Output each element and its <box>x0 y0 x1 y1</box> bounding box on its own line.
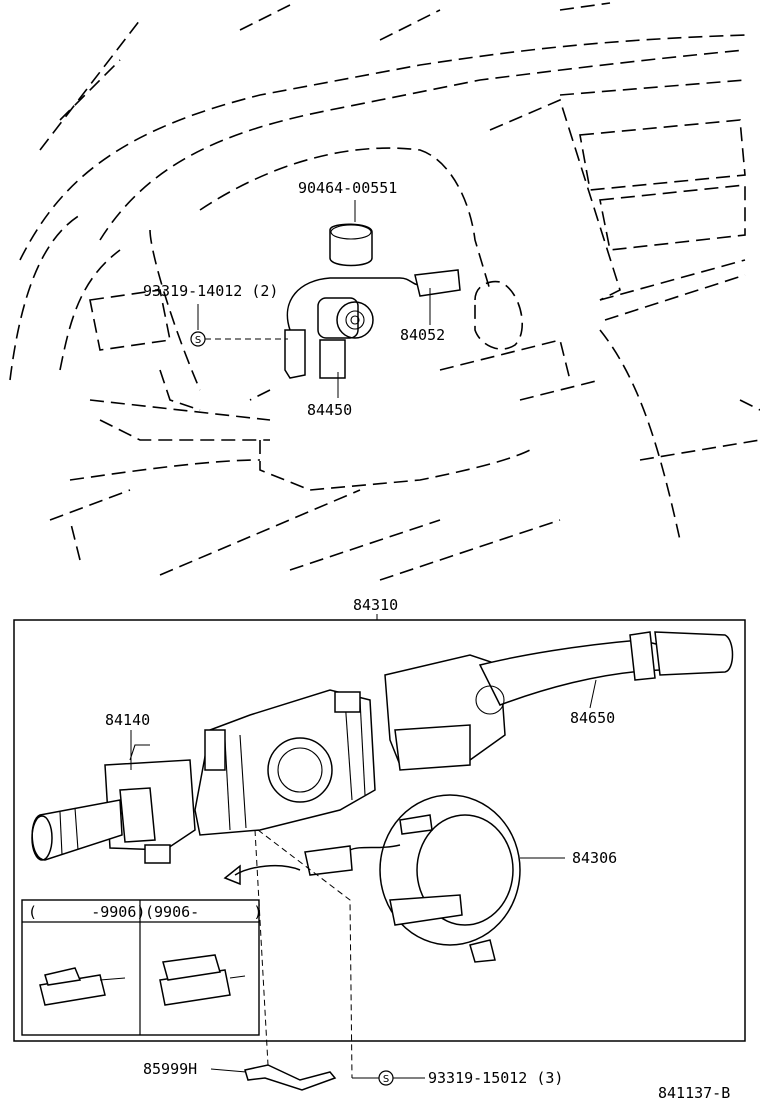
wiper-switch-84650 <box>384 631 734 771</box>
label-84650: 84650 <box>570 709 615 727</box>
label-84140: 84140 <box>105 711 150 729</box>
label-84052: 84052 <box>400 326 445 344</box>
switch-body <box>194 689 376 836</box>
spiral-cable-84306 <box>304 794 521 963</box>
label-84450: 84450 <box>307 401 352 419</box>
label-85999H: 85999H <box>143 1060 197 1078</box>
label-93319-15012: 93319-15012 (3) <box>428 1069 563 1087</box>
connector-variant-inset <box>21 899 260 1036</box>
headlight-switch-84140 <box>31 744 196 864</box>
screw-symbol-letter: S <box>195 335 201 346</box>
inset-header-from-9906: (9906- ) <box>145 903 262 921</box>
label-84310: 84310 <box>353 596 398 614</box>
clamp-85999H <box>244 1064 337 1091</box>
label-90464-00551: 90464-00551 <box>298 179 397 197</box>
drawing-number: 841137-B <box>658 1084 730 1102</box>
screw-symbol-letter-bottom: S <box>383 1074 389 1085</box>
arrow-icon <box>223 864 301 886</box>
assembly-frame <box>13 619 746 1042</box>
ignition-switch-84450 <box>284 223 461 379</box>
inset-header-before-9906: ( -9906) <box>28 903 145 921</box>
label-93319-14012: 93319-14012 (2) <box>143 282 278 300</box>
label-84306: 84306 <box>572 849 617 867</box>
dashboard-outline <box>9 2 760 581</box>
